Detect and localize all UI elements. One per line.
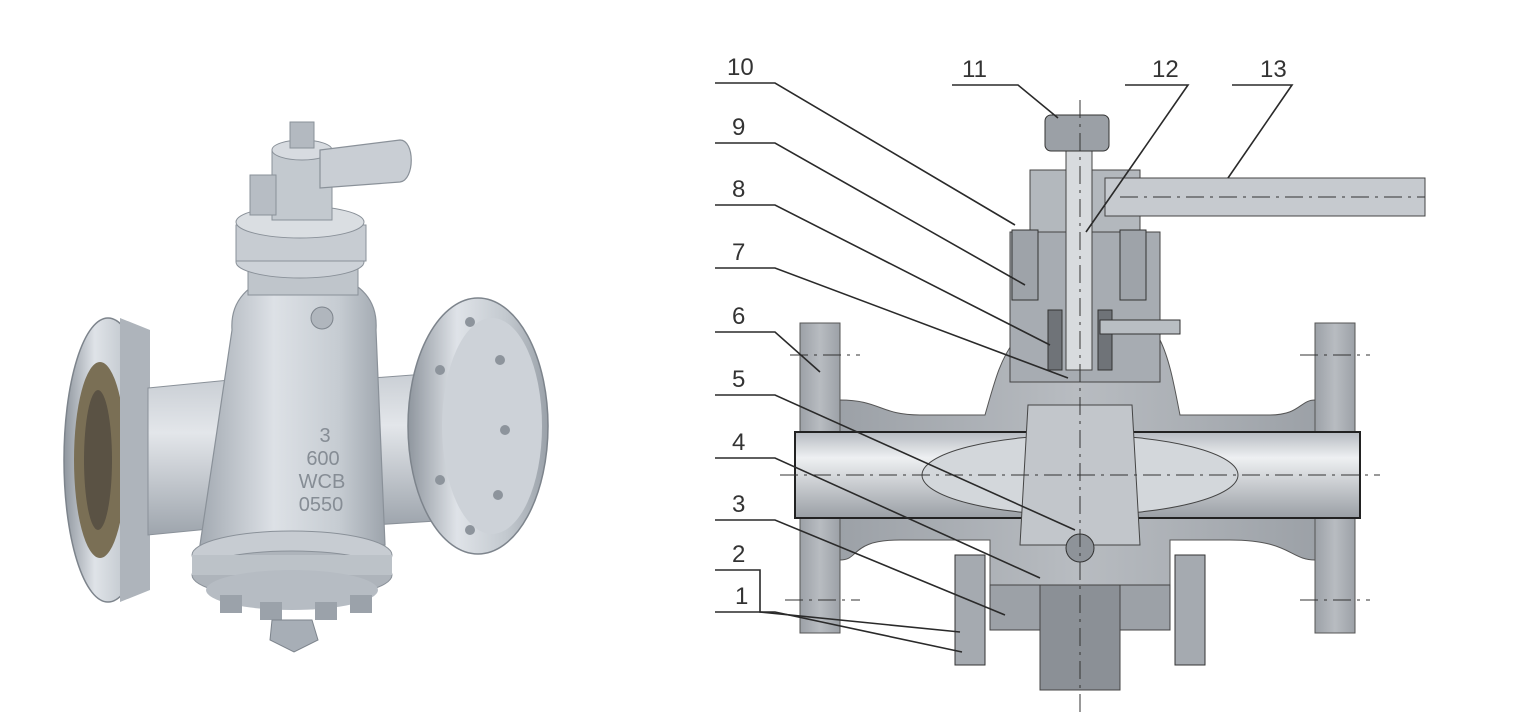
grease-fitting bbox=[310, 306, 334, 330]
callout-labels: 10 9 8 7 6 5 4 3 2 1 11 12 13 bbox=[727, 54, 1287, 610]
callout-10: 10 bbox=[727, 54, 754, 81]
callout-9: 9 bbox=[732, 114, 745, 141]
callout-7: 7 bbox=[732, 239, 745, 266]
callout-2: 2 bbox=[732, 541, 745, 568]
bolt-left-top bbox=[1011, 229, 1039, 301]
marking-line-4: 0550 bbox=[299, 494, 344, 516]
center-lines bbox=[780, 100, 1425, 712]
callout-6: 6 bbox=[732, 303, 745, 330]
callout-13: 13 bbox=[1260, 56, 1287, 83]
bolt-right-bottom bbox=[1174, 554, 1206, 666]
stem-section bbox=[1065, 139, 1093, 371]
callout-11: 11 bbox=[962, 56, 987, 83]
right-flange bbox=[407, 297, 549, 555]
callout-1: 1 bbox=[735, 583, 748, 610]
grease-injector bbox=[1099, 319, 1181, 335]
callout-leaders bbox=[715, 82, 1294, 653]
marking-line-2: 600 bbox=[306, 448, 339, 470]
callout-12: 12 bbox=[1152, 56, 1179, 83]
callout-5: 5 bbox=[732, 366, 745, 393]
lever-handle bbox=[319, 139, 412, 189]
stem-nut bbox=[1044, 114, 1110, 152]
marking-line-1: 3 bbox=[319, 425, 330, 447]
top-cover bbox=[235, 121, 367, 296]
packing-left bbox=[1047, 309, 1063, 371]
valve-photo: 3 600 WCB 0550 bbox=[63, 121, 549, 653]
left-flange bbox=[63, 317, 153, 603]
bolt-left-bottom bbox=[954, 554, 986, 666]
valve-body bbox=[199, 277, 386, 546]
sectional-drawing bbox=[780, 100, 1426, 712]
marking-line-3: WCB bbox=[299, 471, 346, 493]
bottom-cover bbox=[191, 530, 393, 653]
bolt-right-top bbox=[1119, 229, 1147, 301]
packing-right bbox=[1097, 309, 1113, 371]
callout-3: 3 bbox=[732, 491, 745, 518]
callout-4: 4 bbox=[732, 429, 745, 456]
body-marking: 3 600 WCB 0550 bbox=[299, 425, 346, 516]
callout-8: 8 bbox=[732, 176, 745, 203]
